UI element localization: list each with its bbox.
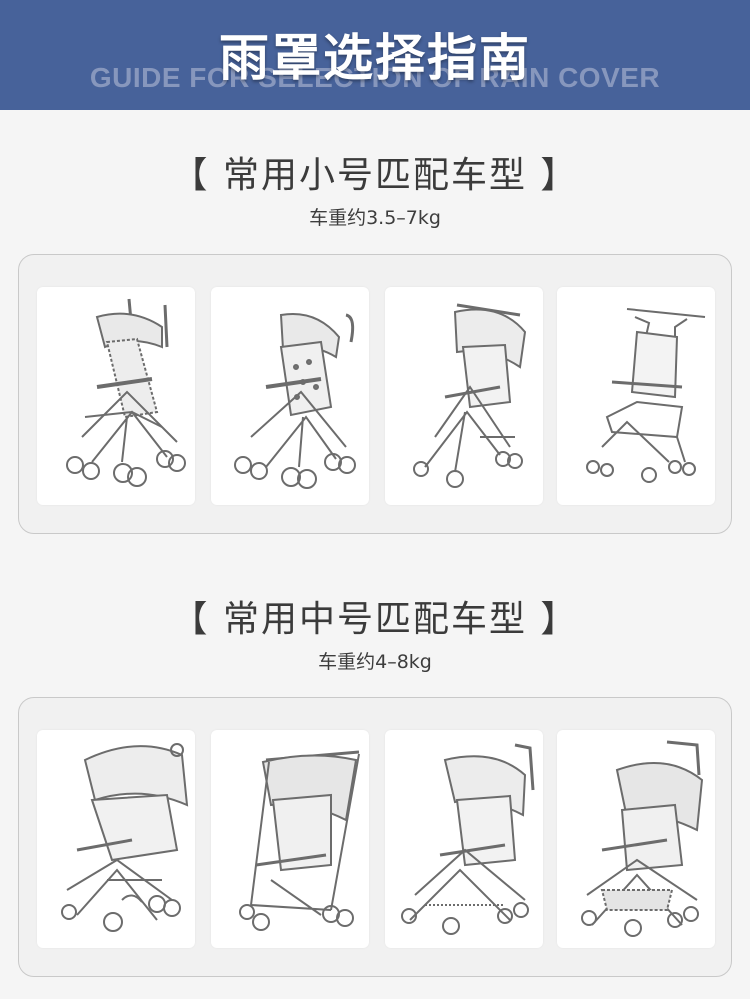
- pocket-stroller-icon: [586, 308, 706, 483]
- banner-title: 雨罩选择指南: [219, 29, 531, 87]
- travel-stroller-canopy-icon: [61, 743, 189, 932]
- stroller-card: [211, 287, 369, 505]
- stroller-card: [211, 730, 369, 948]
- section-title-medium: 【 常用中号匹配车型 】: [171, 599, 579, 640]
- city-stroller-basket-icon: [581, 740, 704, 937]
- header-banner: GUIDE FOR SELECTION OF RAIN COVER 雨罩选择指南: [0, 0, 750, 110]
- umbrella-stroller-patterned-icon: [66, 298, 186, 487]
- banner-subtitle: GUIDE FOR SELECTION OF RAIN COVER: [89, 62, 661, 93]
- section-title-small: 【 常用小号匹配车型 】: [171, 155, 579, 196]
- stroller-card: [37, 730, 195, 948]
- lightweight-stroller-icon: [239, 750, 360, 931]
- section-weight-small: 车重约3.5–7kg: [309, 207, 441, 229]
- umbrella-stroller-leopard-icon: [234, 313, 356, 489]
- stroller-frame-medium: [18, 697, 732, 977]
- stroller-card: [557, 287, 715, 505]
- stroller-card: [385, 287, 543, 505]
- stroller-card: [385, 730, 543, 948]
- stroller-card: [37, 287, 195, 505]
- section-weight-medium: 车重约4–8kg: [318, 651, 432, 673]
- compact-stroller-canopy-icon: [413, 303, 527, 488]
- stroller-card: [557, 730, 715, 948]
- foldable-stroller-icon: [401, 743, 535, 935]
- stroller-frame-small: [18, 254, 732, 534]
